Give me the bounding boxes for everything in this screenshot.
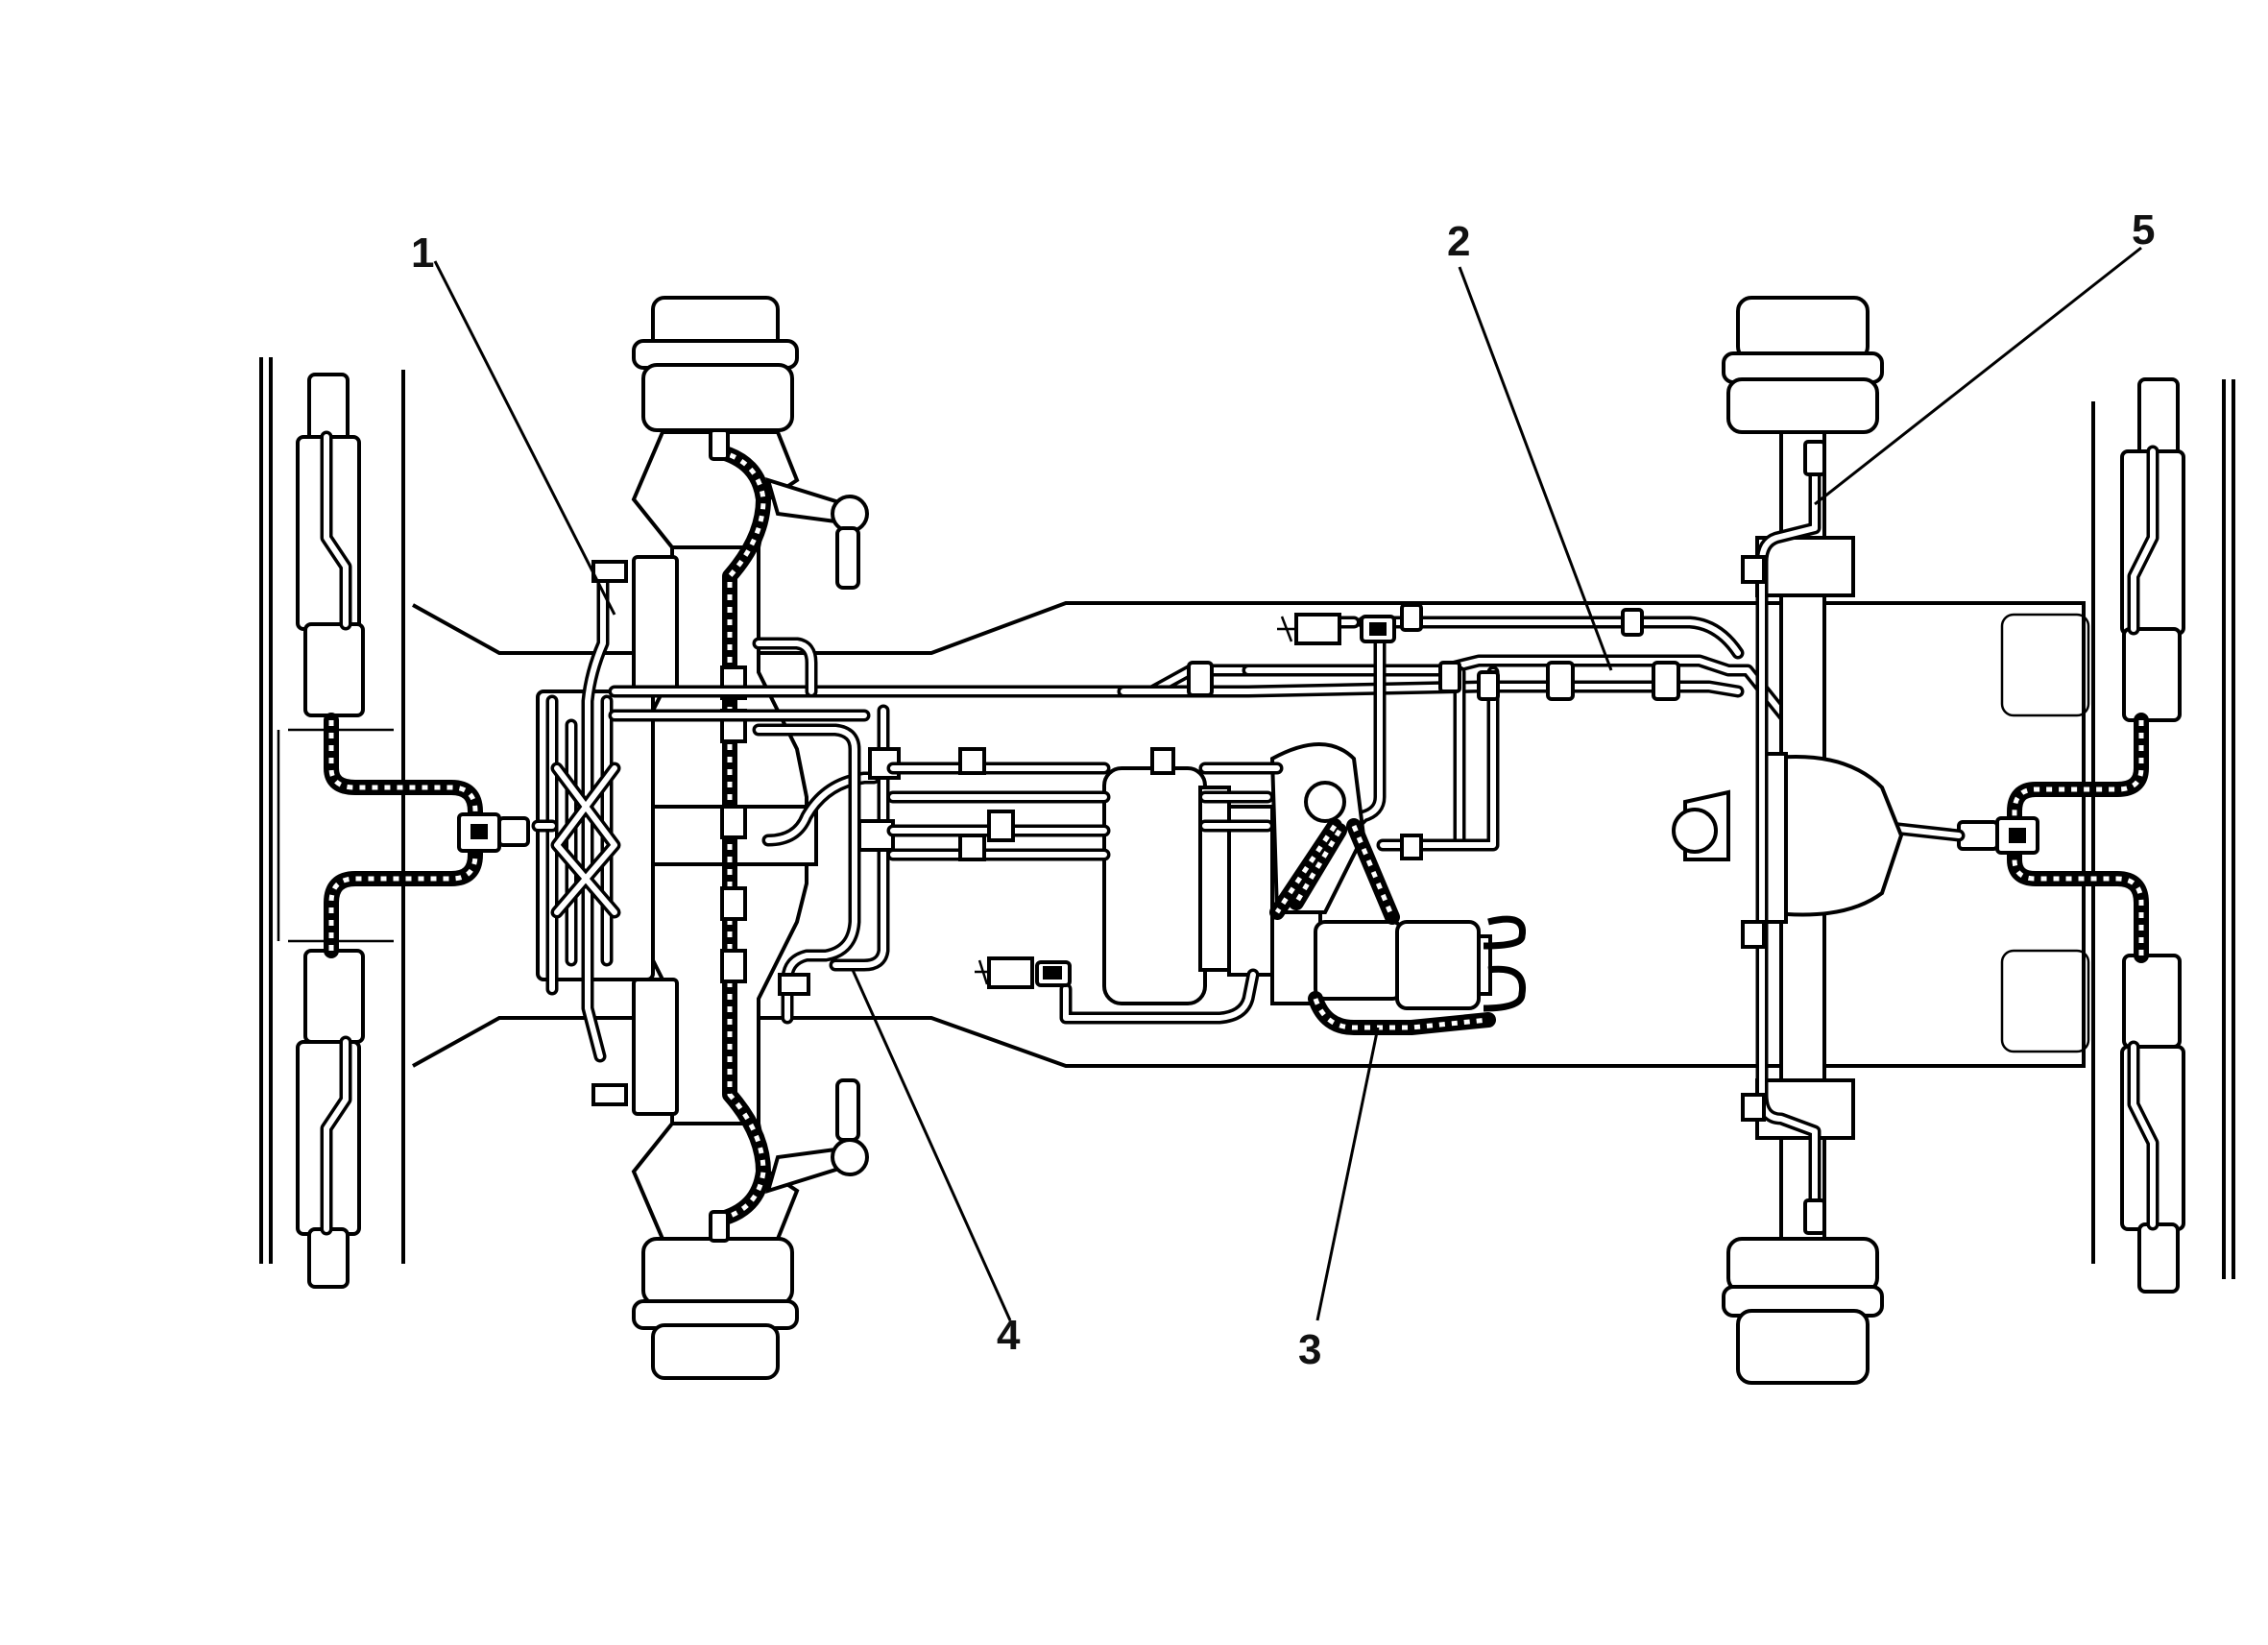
main-brake-lines xyxy=(1117,603,1966,852)
callout-3: 3 xyxy=(1298,1326,1321,1373)
right-wheel-brake-hoses xyxy=(1957,713,2149,963)
callouts: 1 2 3 4 5 xyxy=(411,206,2155,1373)
leader-line-4 xyxy=(851,969,1012,1321)
callout-2: 2 xyxy=(1447,218,1470,265)
front-brake-lines xyxy=(531,560,1255,1106)
leader-line-3 xyxy=(1315,1027,1380,1321)
callout-4: 4 xyxy=(997,1312,1021,1359)
leader-line-1 xyxy=(433,260,616,616)
callout-1: 1 xyxy=(411,230,434,277)
rear-axle-assembly xyxy=(1672,296,1904,1385)
left-shock-absorbers xyxy=(296,373,365,1289)
master-cylinder-assembly xyxy=(886,742,1527,1035)
right-shock-absorbers xyxy=(2120,377,2185,1294)
left-wheel-brake-hoses xyxy=(324,713,530,958)
leader-line-2 xyxy=(1458,266,1613,671)
callout-leaders xyxy=(433,246,2142,1321)
callout-5: 5 xyxy=(2132,206,2155,254)
leader-line-5 xyxy=(1814,246,2142,506)
